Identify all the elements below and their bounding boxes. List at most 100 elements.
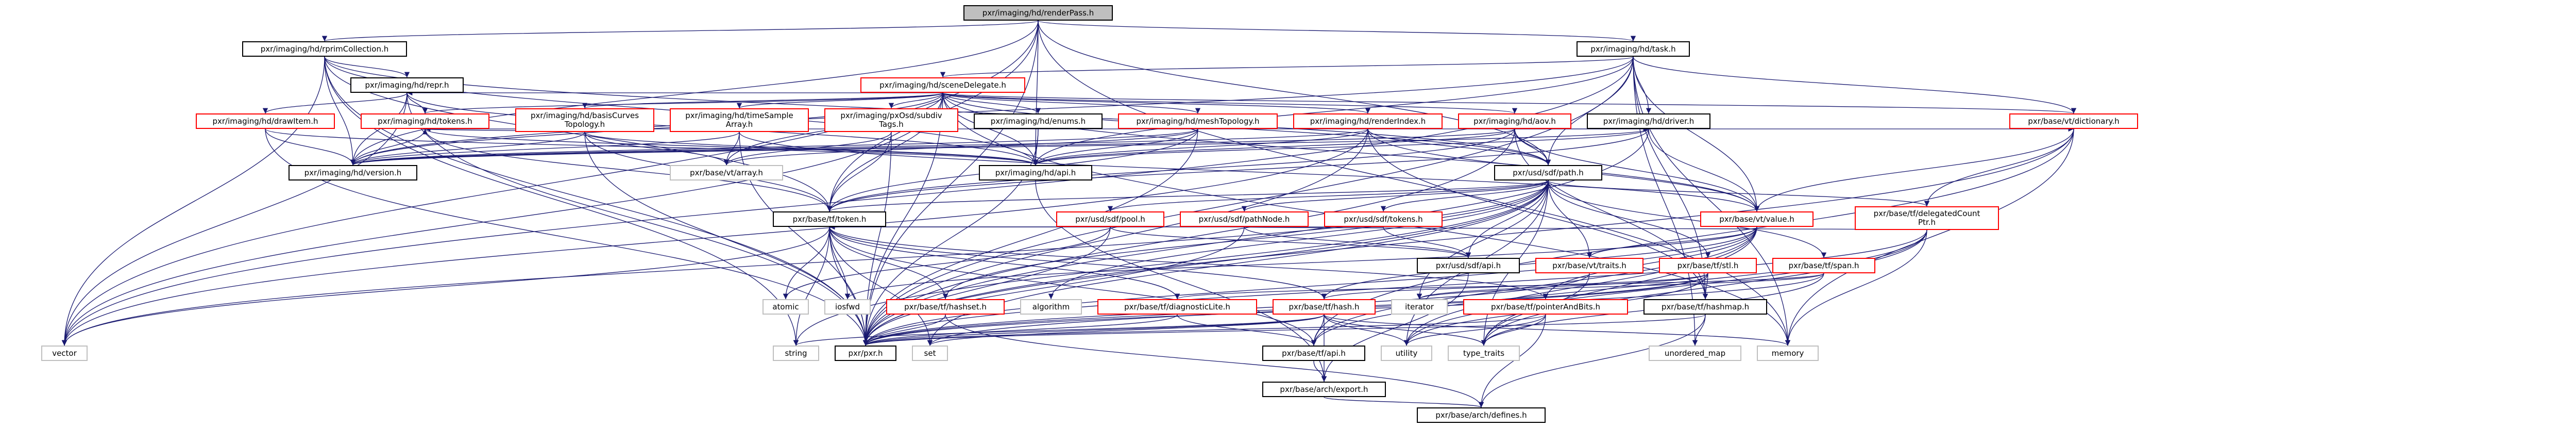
node-rprim-collection[interactable]: pxr/imaging/hd/rprimCollection.h [242,41,407,57]
edge-tfToken-to-diagnosticLite [829,226,1180,300]
node-sdf-tokens[interactable]: pxr/usd/sdf/tokens.h [1324,211,1443,227]
node-scene-delegate[interactable]: pxr/imaging/hd/sceneDelegate.h [860,77,1025,93]
node-atomic[interactable]: atomic [762,299,809,315]
node-vt-traits[interactable]: pxr/base/vt/traits.h [1535,258,1643,273]
edge-dictionary-to-delegatedCountPtr [1924,128,2074,207]
edge-task-to-unorderedMap [1633,56,1698,346]
edge-sdfPath-to-pathNode [1242,180,1549,212]
edge-sdfPath-to-hashset [942,180,1549,300]
node-tokens[interactable]: pxr/imaging/hd/tokens.h [361,113,489,129]
edge-delegatedCountPtr-to-utility [1403,229,1927,346]
node-hashmap[interactable]: pxr/base/tf/hashmap.h [1643,299,1767,315]
node-task[interactable]: pxr/imaging/hd/task.h [1577,41,1690,57]
edge-aov-to-tfToken [826,128,1515,212]
edge-pointerAndBits-to-archDefines [1478,314,1546,408]
node-render-pass[interactable]: pxr/imaging/hd/renderPass.h [963,5,1113,21]
node-driver[interactable]: pxr/imaging/hd/driver.h [1587,113,1710,129]
node-vt-array[interactable]: pxr/base/vt/array.h [670,165,783,180]
edge-drawItem-to-hdApi [265,128,1038,166]
node-diagnostic-lite[interactable]: pxr/base/tf/diagnosticLite.h [1097,299,1257,315]
edge-tfSpan-to-iterator [1417,273,1824,300]
edge-sceneDelegate-to-timeSampleArray [737,92,943,109]
edge-sdfPath-to-delegatedCountPtr [1548,180,1929,207]
node-time-sample-array[interactable]: pxr/imaging/hd/timeSample Array.h [670,108,809,132]
node-pxr[interactable]: pxr/pxr.h [835,346,896,361]
node-memory[interactable]: memory [1757,346,1819,361]
node-iterator[interactable]: iterator [1391,299,1448,315]
edge-tfToken-to-vector [61,226,830,346]
node-path-node[interactable]: pxr/usd/sdf/pathNode.h [1180,211,1309,227]
node-tf-stl[interactable]: pxr/base/tf/stl.h [1659,258,1757,273]
node-delegated-count-ptr[interactable]: pxr/base/tf/delegatedCount Ptr.h [1855,206,1999,230]
edge-vtValue-to-tfApi [1311,226,1757,346]
edge-meshTopology-to-vtArray [724,128,1198,166]
node-algorithm[interactable]: algorithm [1020,299,1082,315]
edge-task-to-hashmap [1633,56,1708,300]
edge-sceneDelegate-to-vector [61,92,943,346]
edge-tfHash-to-memory [1324,314,1790,346]
edge-archExport-to-archDefines [1324,397,1484,408]
node-mesh-topology[interactable]: pxr/imaging/hd/meshTopology.h [1118,113,1278,129]
node-arch-export[interactable]: pxr/base/arch/export.h [1262,382,1386,397]
node-sdf-path[interactable]: pxr/usd/sdf/path.h [1494,165,1602,180]
edge-rprimCollection-to-repr [324,56,410,78]
node-string[interactable]: string [773,346,819,361]
edge-hashmap-to-pxr [863,314,1706,346]
edge-sdfPath-to-sdfApi [1465,180,1549,258]
edge-tfToken-to-string [793,226,830,346]
edge-basisCurvesTopology-to-vtArray [584,132,730,166]
edge-tfToken-to-hashset [829,226,948,300]
node-pointer-and-bits[interactable]: pxr/base/tf/pointerAndBits.h [1463,299,1628,315]
node-render-index[interactable]: pxr/imaging/hd/renderIndex.h [1293,113,1443,129]
edge-driver-to-vtValue [1648,128,1760,212]
node-enums[interactable]: pxr/imaging/hd/enums.h [974,113,1103,129]
edge-tfToken-to-set [829,226,933,346]
edge-repr-to-version [350,92,408,166]
node-subdiv-tags[interactable]: pxr/imaging/pxOsd/subdiv Tags.h [824,108,958,132]
edge-sdfPool-to-atomic [783,226,1111,300]
edge-tfHash-to-utility [1324,314,1410,346]
node-type-traits[interactable]: type_traits [1448,346,1520,361]
edge-repr-to-vector [61,92,408,346]
node-tf-api[interactable]: pxr/base/tf/api.h [1262,346,1365,361]
node-arch-defines[interactable]: pxr/base/arch/defines.h [1417,407,1546,423]
node-dictionary[interactable]: pxr/base/vt/dictionary.h [2009,113,2138,129]
node-version[interactable]: pxr/imaging/hd/version.h [289,165,417,180]
node-aov[interactable]: pxr/imaging/hd/aov.h [1458,113,1571,129]
edge-task-to-sceneDelegate [940,56,1634,78]
edge-timeSampleArray-to-version [350,132,740,166]
edge-hashmap-to-archDefines [1478,314,1706,408]
edge-renderPass-to-memory [1038,20,1791,346]
edge-sdfPath-to-iterator [1416,180,1549,300]
node-tf-token[interactable]: pxr/base/tf/token.h [773,211,886,227]
edge-task-to-hdApi [1032,56,1634,166]
edge-tokens-to-version [350,128,426,166]
edge-hdApi-to-archExport [1035,180,1327,382]
node-tf-span[interactable]: pxr/base/tf/span.h [1772,258,1875,273]
node-sdf-api[interactable]: pxr/usd/sdf/api.h [1417,258,1520,273]
edge-aov-to-vtValue [1514,128,1760,212]
node-tf-hash[interactable]: pxr/base/tf/hash.h [1273,299,1376,315]
edge-tfToken-to-tfApi [829,226,1317,346]
node-hashset[interactable]: pxr/base/tf/hashset.h [886,299,1005,315]
node-vt-value[interactable]: pxr/base/vt/value.h [1700,211,1814,227]
node-sdf-pool[interactable]: pxr/usd/sdf/pool.h [1056,211,1164,227]
edge-sceneDelegate-to-pxr [862,92,943,346]
node-hd-api[interactable]: pxr/imaging/hd/api.h [979,165,1092,180]
node-iosfwd[interactable]: iosfwd [824,299,871,315]
node-unordered-map[interactable]: unordered_map [1649,346,1741,361]
node-basis-curves-topology[interactable]: pxr/imaging/hd/basisCurves Topology.h [515,108,654,132]
edge-aov-to-version [350,128,1515,166]
edge-sdfPool-to-pxr [862,226,1111,346]
node-set[interactable]: set [912,346,948,361]
node-draw-item[interactable]: pxr/imaging/hd/drawItem.h [196,113,335,129]
node-utility[interactable]: utility [1381,346,1432,361]
node-vector[interactable]: vector [41,346,88,361]
edge-sdfPath-to-sdfTokens [1380,180,1549,212]
edge-dictionary-to-vtValue [1754,128,2074,212]
edge-rprimCollection-to-string [324,56,799,346]
node-repr[interactable]: pxr/imaging/hd/repr.h [350,77,464,93]
edge-sceneDelegate-to-vtValue [942,92,1760,212]
edge-basisCurvesTopology-to-version [350,132,585,166]
